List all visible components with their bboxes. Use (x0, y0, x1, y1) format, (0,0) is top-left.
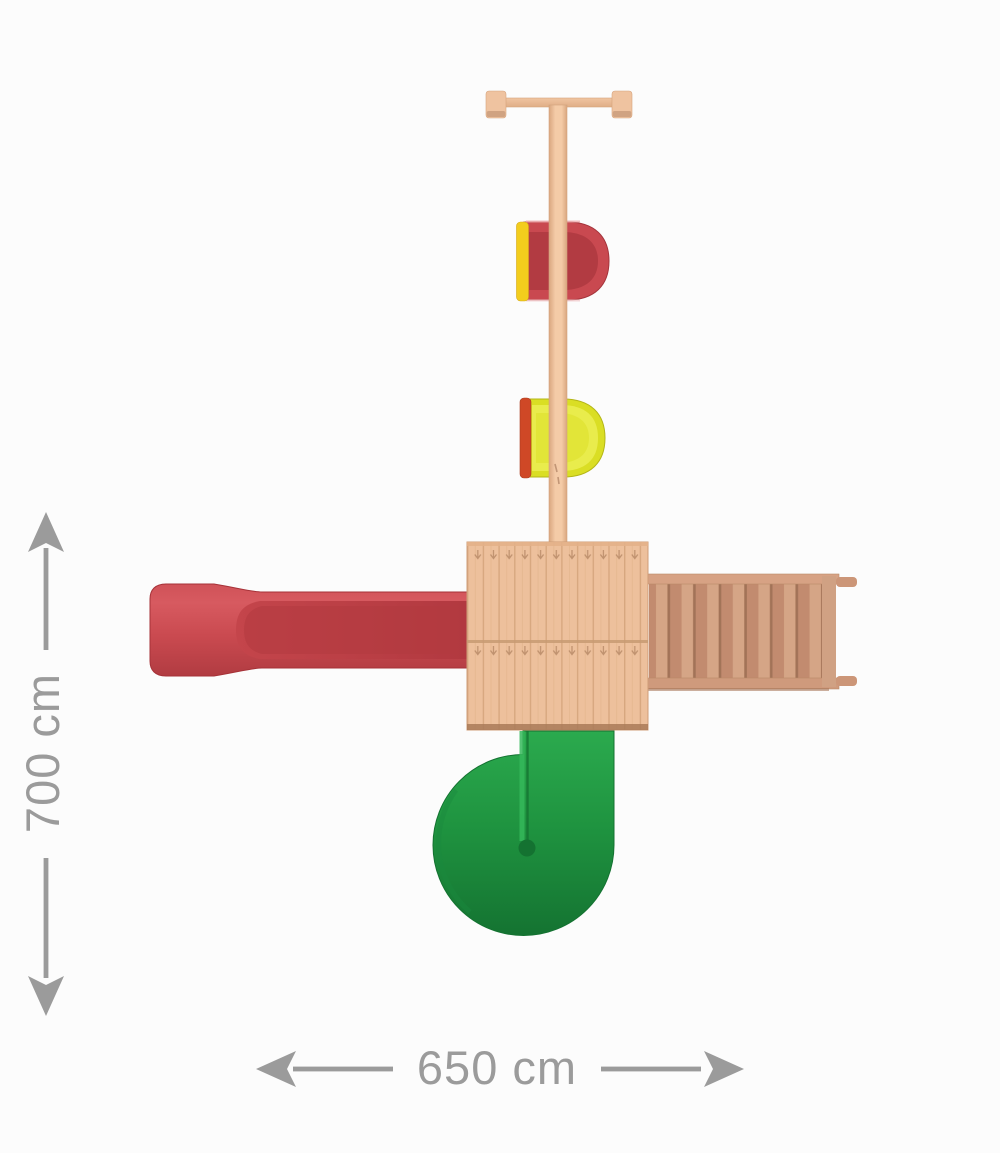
spiral-center-hub (518, 839, 536, 857)
red-straight-slide (149, 583, 468, 677)
platform-nail-row-top (469, 549, 646, 565)
platform-seam (467, 640, 648, 643)
ladder-rungs (649, 580, 825, 680)
height-dimension: 700 cm (16, 512, 69, 1016)
platform-base (466, 541, 649, 731)
red-seat-yellow-stripe (516, 221, 529, 302)
width-dimension-shaft-right (601, 1066, 701, 1072)
access-ladder (647, 573, 857, 691)
platform-top-edge (467, 542, 648, 546)
platform-nail-row-middle (469, 646, 646, 662)
yellow-seat-orange-stripe (519, 397, 532, 479)
height-dimension-shaft-bottom (43, 858, 49, 978)
ladder-handle-stub-bottom (836, 676, 857, 686)
arrow-right-icon (704, 1051, 744, 1087)
swing-left-block-shadow (486, 111, 506, 117)
swing-frame-beam (485, 90, 633, 544)
red-slide-channel-inner (244, 606, 467, 654)
arrow-up-icon (28, 512, 64, 552)
ladder-bottom-rail (647, 677, 840, 690)
beam-knot-marks (554, 463, 560, 485)
spiral-tube-highlight (519, 731, 525, 841)
arrow-down-icon (28, 976, 64, 1016)
ladder-end-rail (822, 576, 836, 687)
width-dimension: 650 cm (256, 1041, 744, 1094)
ladder-shadow-line (648, 688, 829, 691)
width-dimension-shaft-left (293, 1066, 393, 1072)
ladder-top-rail (647, 573, 840, 585)
swing-right-block-shadow (612, 111, 632, 117)
height-dimension-shaft-top (43, 548, 49, 650)
ladder-handle-stub-top (836, 577, 857, 587)
platform-bottom-shadow (467, 724, 648, 730)
platform-deck (466, 541, 649, 731)
arrow-left-icon (256, 1051, 296, 1087)
spiral-inner-rim-shading (436, 788, 472, 914)
green-spiral-slide (432, 730, 615, 936)
height-dimension-label: 700 cm (16, 673, 69, 833)
width-dimension-label: 650 cm (417, 1041, 577, 1094)
